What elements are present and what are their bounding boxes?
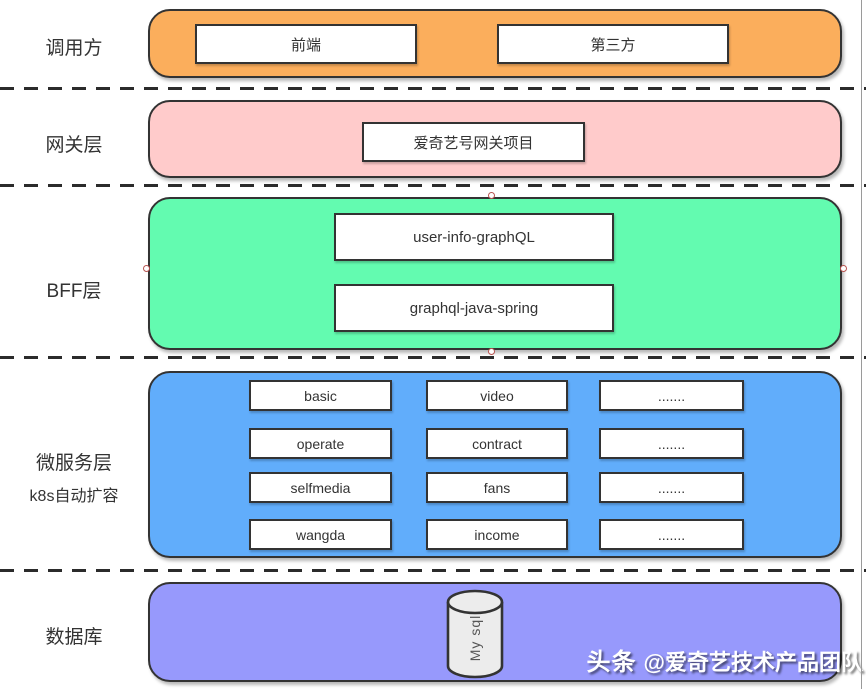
service-contract: contract — [426, 428, 568, 459]
service-selfmedia: selfmedia — [249, 472, 392, 503]
database-cylinder-icon: My sql — [445, 588, 505, 680]
label-database-layer: 数据库 — [45, 627, 103, 648]
microservice-layer: basic video ....... operate contract ...… — [148, 371, 842, 558]
connection-point-bottom-icon — [488, 348, 495, 355]
node-user-info-graphql: user-info-graphQL — [334, 213, 614, 261]
service-income: income — [426, 519, 568, 550]
service-ellipsis-4: ....... — [599, 519, 744, 550]
bff-layer: user-info-graphQL graphql-java-spring — [143, 192, 847, 355]
service-wangda: wangda — [249, 519, 392, 550]
connection-point-right-icon — [840, 265, 847, 272]
watermark: 头条@爱奇艺技术产品团队 — [587, 642, 863, 677]
connection-point-left-icon — [143, 265, 150, 272]
label-microservice-layer: 微服务层 — [35, 453, 112, 474]
label-caller-layer: 调用方 — [45, 38, 103, 59]
mysql-label: My sql — [467, 614, 483, 662]
label-microservice-sublabel: k8s自动扩容 — [29, 488, 119, 505]
database-layer: My sql — [148, 582, 842, 682]
node-gateway-project: 爱奇艺号网关项目 — [362, 122, 585, 162]
canvas-edge-line — [861, 0, 862, 689]
label-gateway-layer: 网关层 — [45, 135, 103, 156]
layer-divider — [0, 87, 866, 90]
node-third-party: 第三方 — [497, 24, 729, 64]
gateway-layer: 爱奇艺号网关项目 — [148, 100, 842, 178]
watermark-handle: @爱奇艺技术产品团队 — [643, 650, 863, 675]
connection-point-top-icon — [488, 192, 495, 199]
caller-layer: 前端 第三方 — [148, 9, 842, 78]
service-ellipsis-1: ....... — [599, 380, 744, 411]
service-ellipsis-3: ....... — [599, 472, 744, 503]
layer-divider — [0, 184, 866, 187]
service-video: video — [426, 380, 568, 411]
node-frontend: 前端 — [195, 24, 417, 64]
service-fans: fans — [426, 472, 568, 503]
service-operate: operate — [249, 428, 392, 459]
toutiao-logo-text: 头条 — [586, 649, 637, 676]
service-basic: basic — [249, 380, 392, 411]
service-ellipsis-2: ....... — [599, 428, 744, 459]
layer-divider — [0, 356, 866, 359]
label-bff-layer: BFF层 — [46, 281, 102, 302]
layer-divider — [0, 569, 866, 572]
node-graphql-java-spring: graphql-java-spring — [334, 284, 614, 332]
